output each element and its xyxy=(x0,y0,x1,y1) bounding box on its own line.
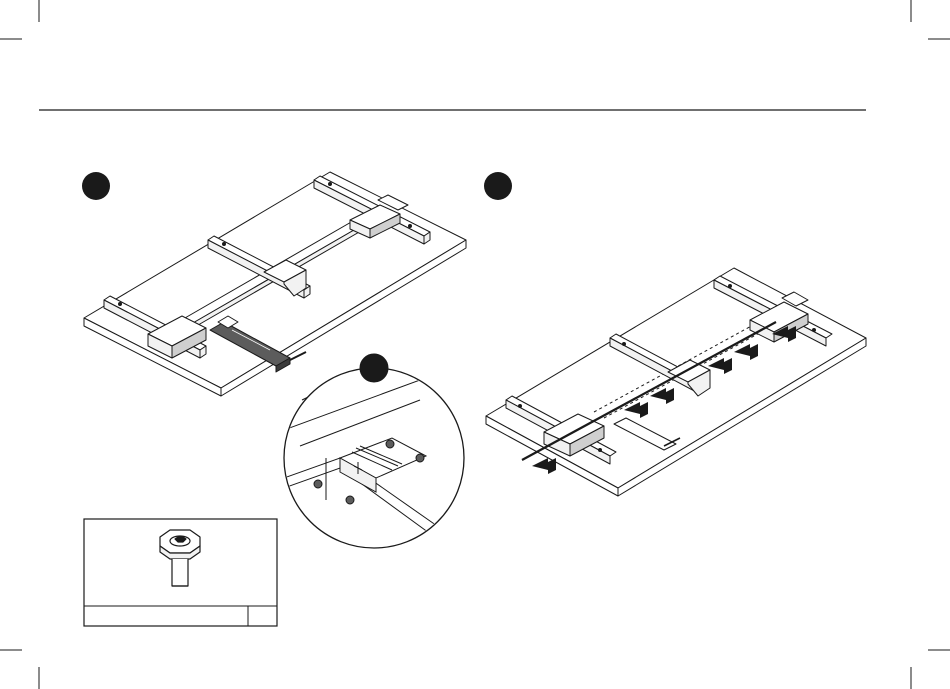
step-2-illustration xyxy=(486,268,866,496)
parts-box xyxy=(84,519,277,626)
step-1-illustration xyxy=(84,172,466,396)
step-1-zoom-callout xyxy=(284,354,468,548)
step-1-badge xyxy=(82,172,110,200)
zoom-callout-badge xyxy=(360,354,388,382)
step-2-badge xyxy=(484,172,512,200)
